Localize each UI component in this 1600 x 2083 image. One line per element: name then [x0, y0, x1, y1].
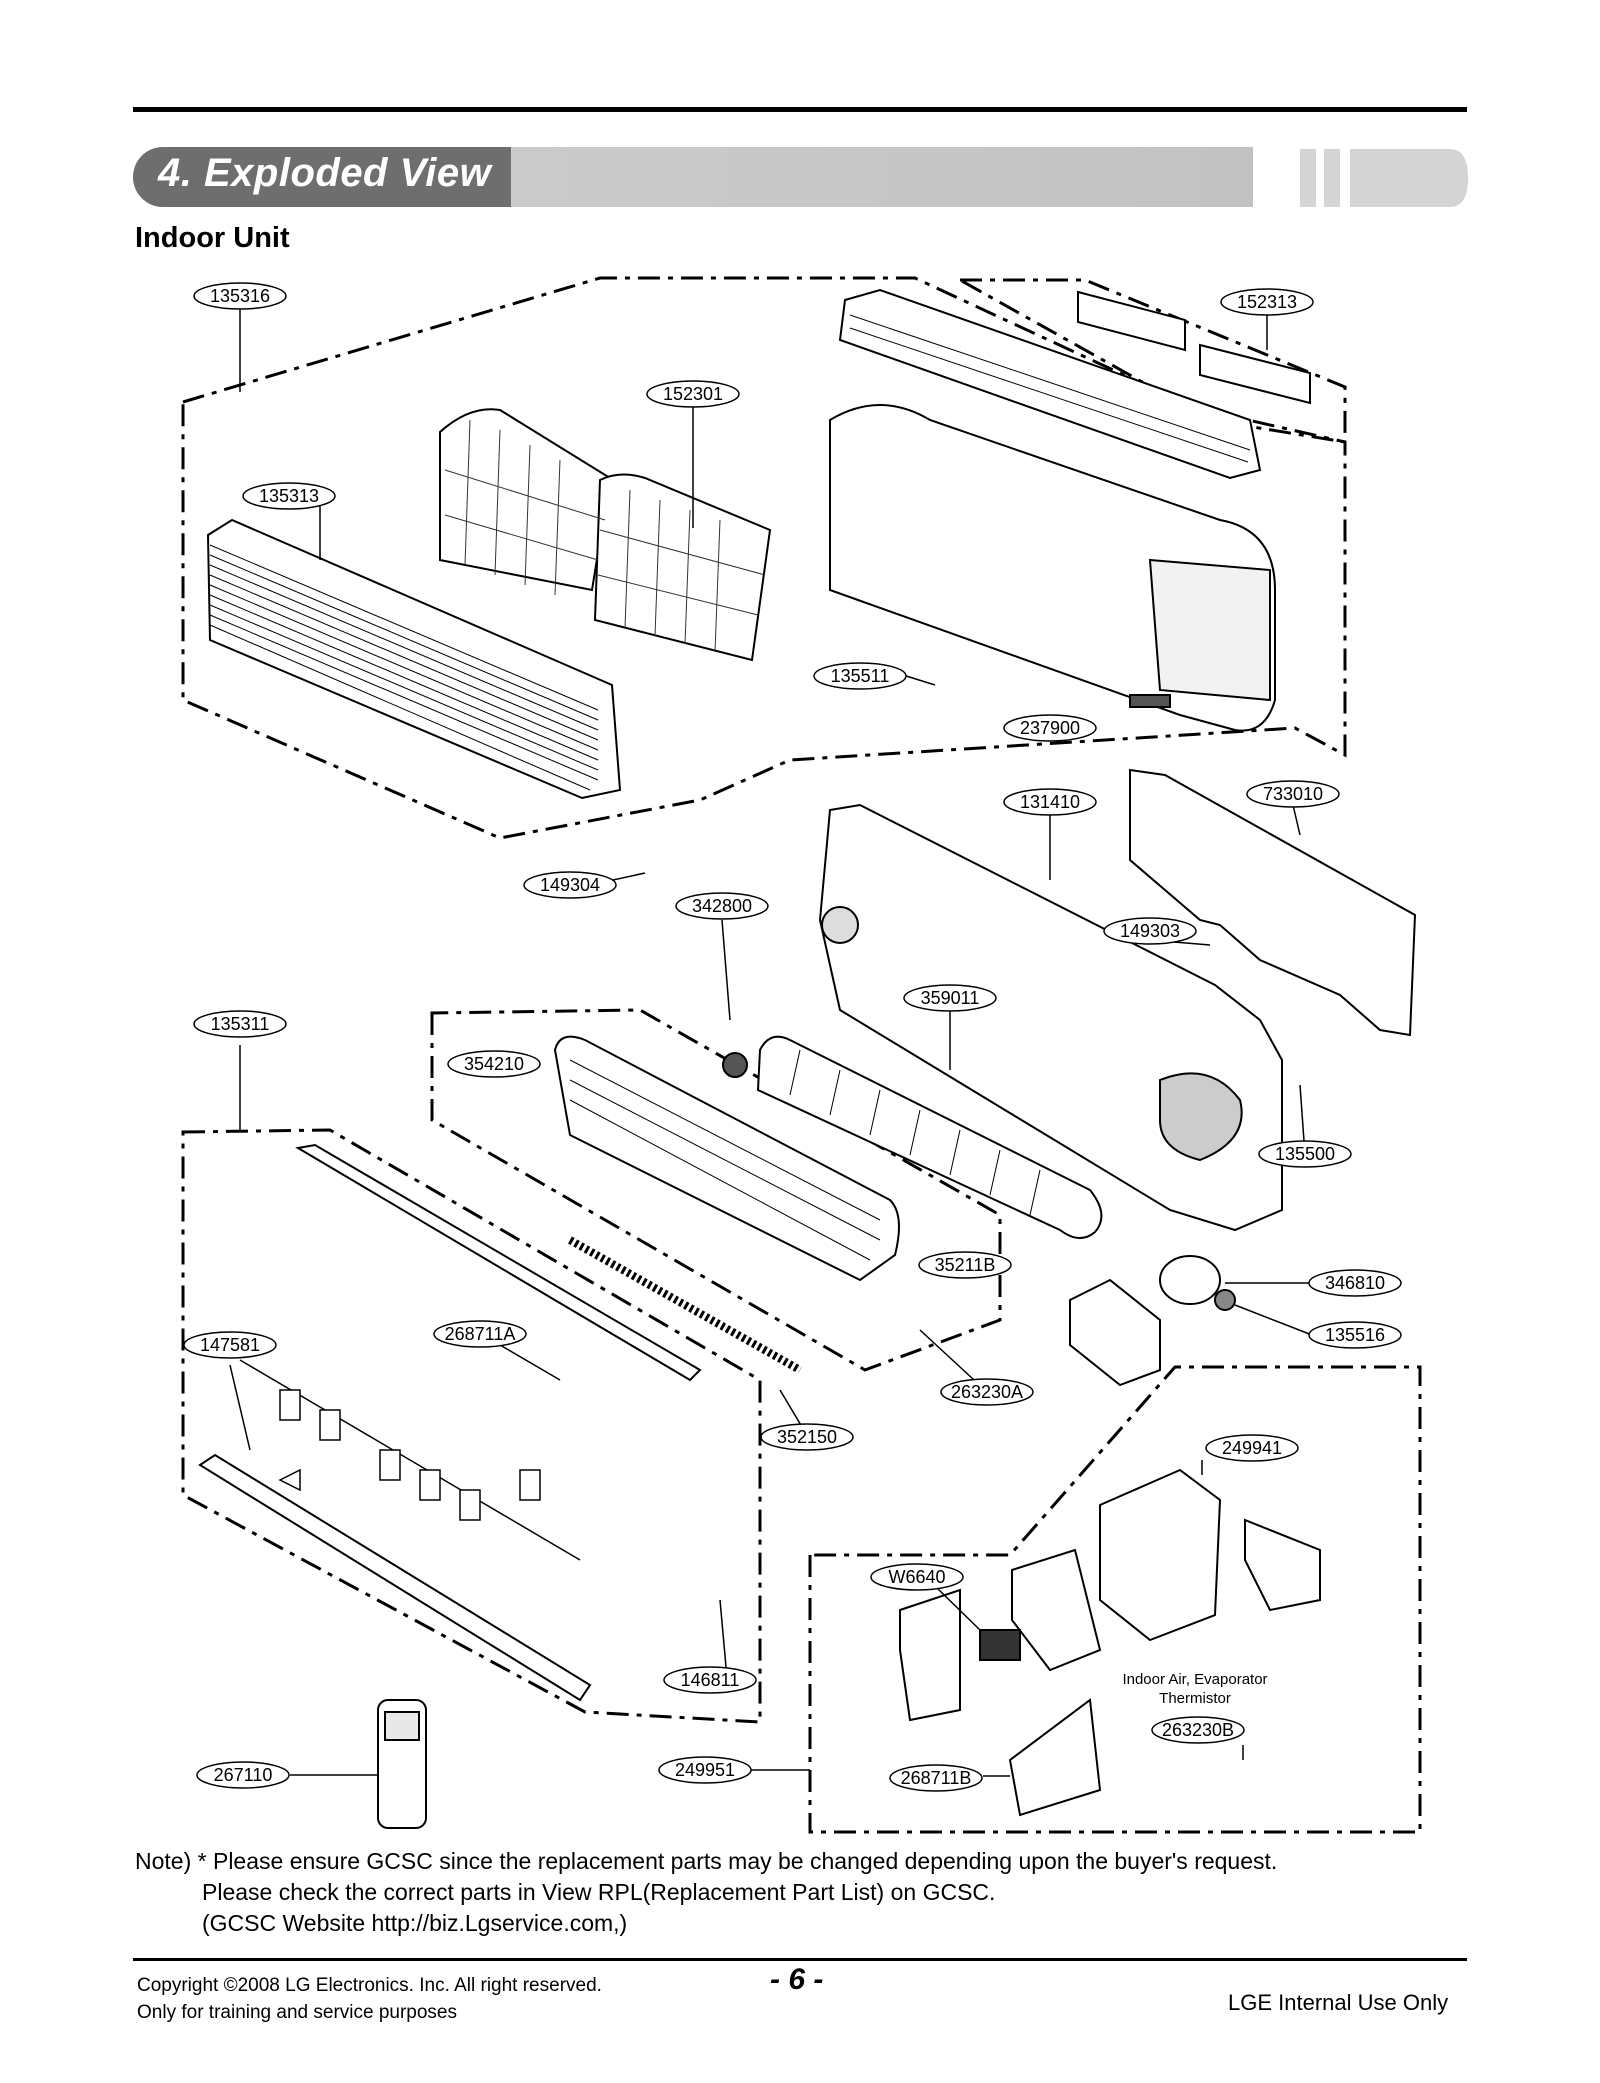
louver-drawing	[198, 1143, 702, 1702]
top-rule	[133, 107, 1467, 112]
callout-152301: 152301	[663, 384, 723, 404]
evaporator-drawing	[553, 1035, 900, 1282]
callout-733010: 733010	[1263, 784, 1323, 804]
air-filter-drawing	[439, 408, 772, 662]
front-grille-drawing	[206, 518, 622, 800]
callout-354210: 354210	[464, 1054, 524, 1074]
group-boundary-top	[181, 276, 1347, 840]
small-filter-drawing	[1077, 290, 1311, 405]
front-chassis-drawing	[829, 404, 1276, 732]
callout-342800: 342800	[692, 896, 752, 916]
callout-263230B: 263230B	[1162, 1720, 1234, 1740]
callout-249941: 249941	[1222, 1438, 1282, 1458]
callout-135311: 135311	[211, 1014, 270, 1034]
callout-268711B: 268711B	[901, 1768, 972, 1788]
callout-135511: 135511	[831, 666, 890, 686]
section-tab	[133, 147, 511, 207]
note-block: Note) * Please ensure GCSC since the rep…	[135, 1846, 1277, 1939]
group-boundary-louver	[181, 1128, 762, 1724]
group-boundary-evaporator	[430, 1008, 1002, 1372]
remote-control-drawing	[377, 1699, 427, 1829]
thermistor-label-line1: Indoor Air, Evaporator	[1122, 1671, 1267, 1688]
callout-346810: 346810	[1325, 1273, 1385, 1293]
callout-135516: 135516	[1325, 1325, 1385, 1345]
callout-W6640: W6640	[888, 1567, 945, 1587]
group-boundary-control	[808, 1365, 1422, 1834]
subtitle-indoor-unit: Indoor Unit	[135, 222, 290, 254]
thermistor-label-line2: Thermistor	[1159, 1690, 1231, 1707]
bottom-rule	[133, 1958, 1467, 1961]
note-line2: Please check the correct parts in View R…	[202, 1879, 996, 1905]
top-grille-drawing	[838, 288, 1262, 480]
callout-35211B: 35211B	[935, 1255, 996, 1275]
footer-training: Only for training and service purposes	[137, 2002, 457, 2023]
chassis-drawing	[818, 803, 1283, 1232]
page-number: - 6 -	[770, 1963, 824, 1996]
callout-352150: 352150	[777, 1427, 837, 1447]
motor-drawing	[1069, 1255, 1236, 1387]
callout-267110: 267110	[214, 1765, 273, 1785]
callout-149304: 149304	[540, 875, 600, 895]
callout-135500: 135500	[1275, 1144, 1335, 1164]
callout-135316: 135316	[210, 286, 270, 306]
footer-copyright: Copyright ©2008 LG Electronics. Inc. All…	[137, 1975, 602, 1996]
callout-268711A: 268711A	[445, 1324, 516, 1344]
callout-249951: 249951	[675, 1760, 735, 1780]
footer-internal: LGE Internal Use Only	[1228, 1990, 1449, 2015]
footer-left: Copyright ©2008 LG Electronics. Inc. All…	[137, 1972, 602, 2026]
callout-152313: 152313	[1237, 292, 1297, 312]
callout-147581: 147581	[200, 1335, 260, 1355]
installation-plate-drawing	[1129, 768, 1417, 1037]
note-line1: Note) * Please ensure GCSC since the rep…	[135, 1848, 1278, 1874]
cross-flow-fan-drawing	[722, 1035, 1103, 1239]
note-line3: (GCSC Website http://biz.Lgservice.com,)	[202, 1910, 628, 1936]
control-box-drawing	[899, 1468, 1321, 1817]
drain-hose-drawing	[568, 1236, 802, 1374]
callout-146811: 146811	[681, 1670, 740, 1690]
section-title: 4. Exploded View	[158, 151, 492, 195]
callout-359011: 359011	[921, 988, 980, 1008]
callout-149303: 149303	[1120, 921, 1180, 941]
callout-135313: 135313	[259, 486, 319, 506]
decorative-bars-icon	[1300, 149, 1468, 207]
callout-131410: 131410	[1020, 792, 1080, 812]
callout-263230A: 263230A	[951, 1382, 1023, 1402]
callout-237900: 237900	[1020, 718, 1080, 738]
